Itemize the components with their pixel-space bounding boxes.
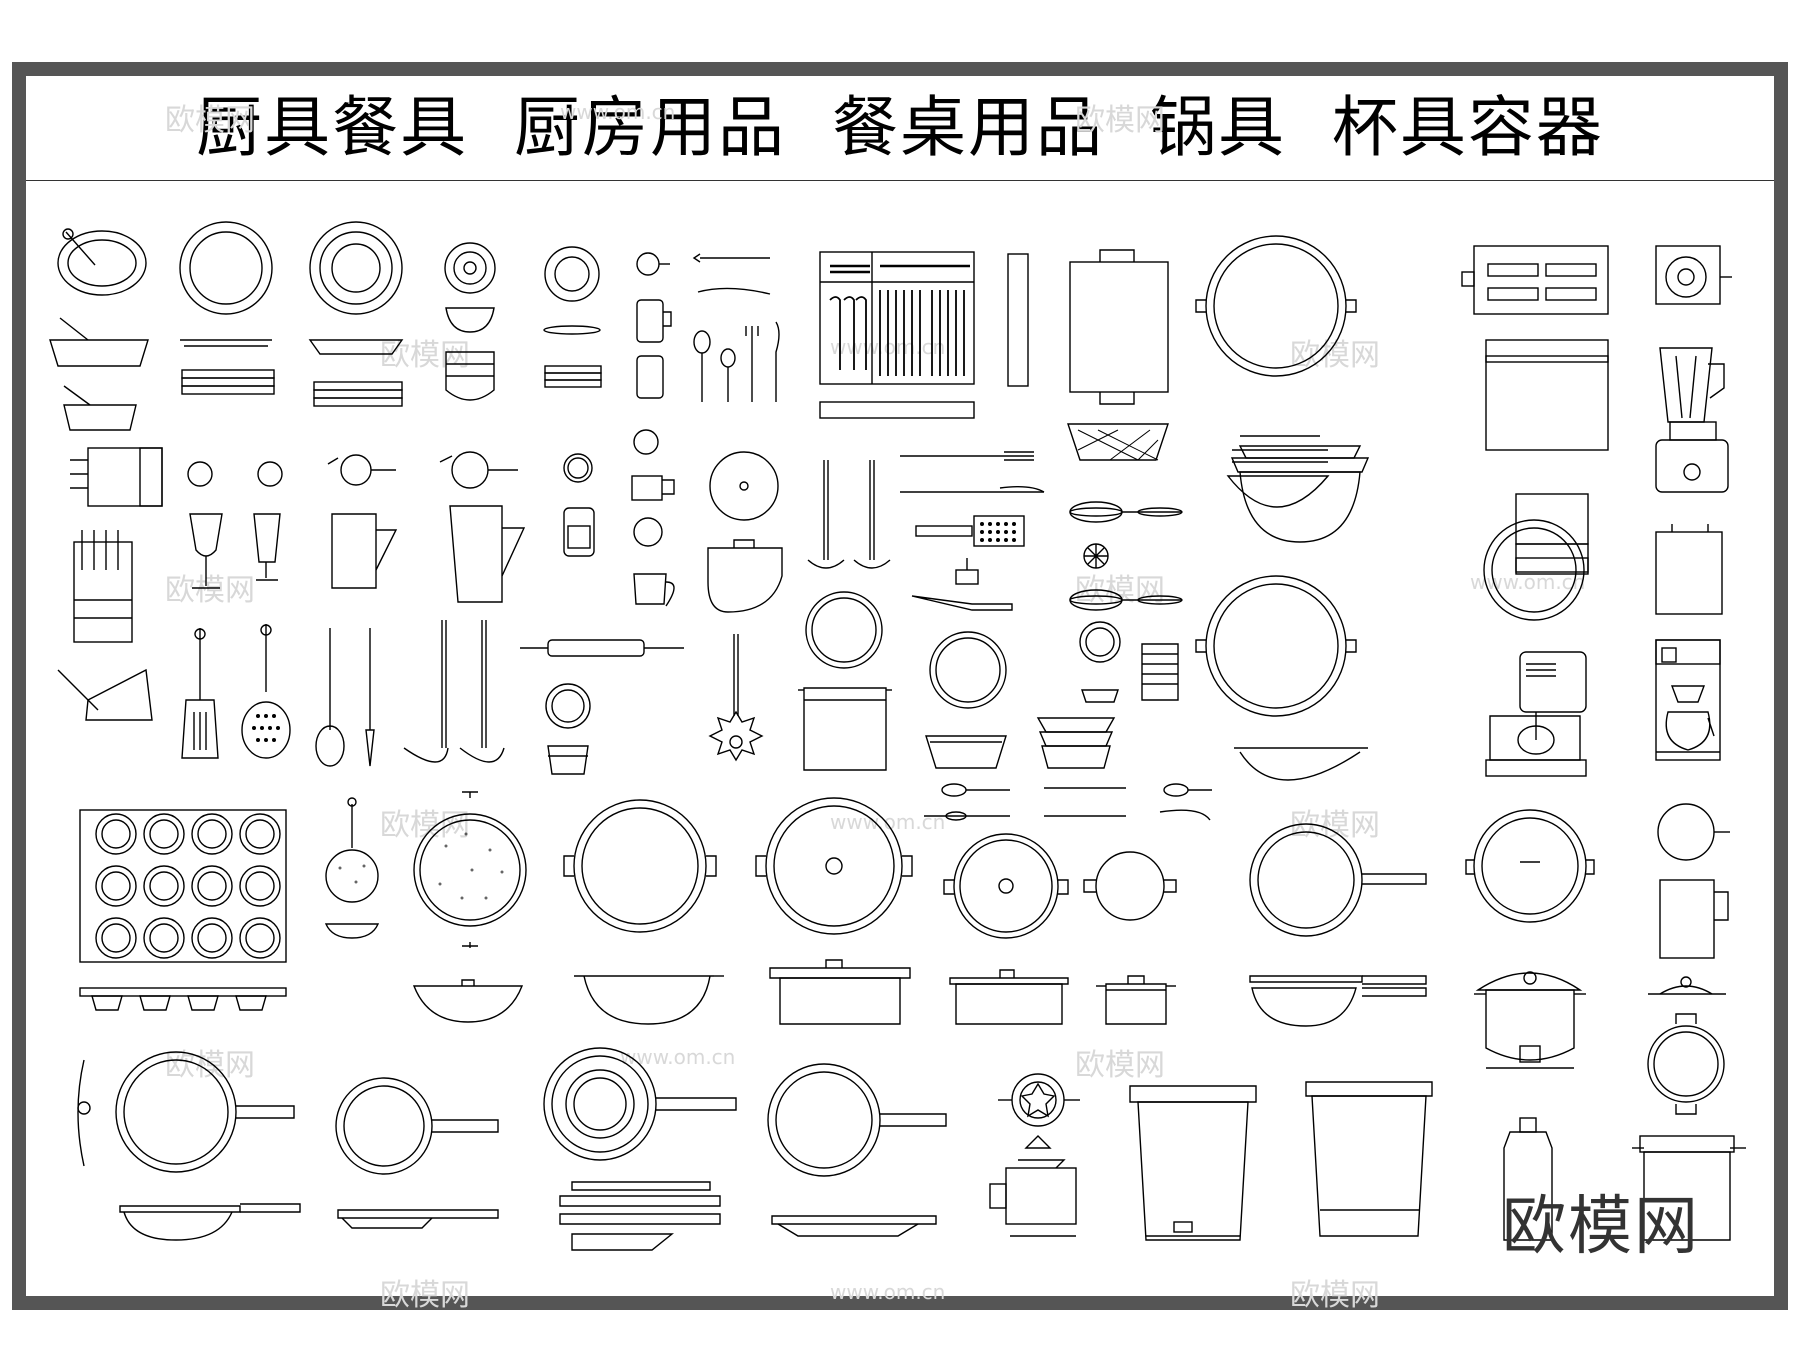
watermark-logo: 欧模网 [1290,808,1380,843]
pot-icon [1230,445,1370,543]
watermark-url: www.om.cn [830,1280,946,1304]
wok-icon [1465,809,1595,923]
spoon-icon [924,783,1212,821]
ladle-icon [315,620,505,767]
rolling-pin-icon [520,639,684,775]
stand-mixer-icon [1485,651,1587,777]
stock-pot-icon [1632,1135,1746,1241]
strainer-icon [324,791,527,1023]
frying-pan-icon [1249,823,1427,1027]
plate-icon [925,631,1007,769]
drawing-frame: 厨具餐具 厨房用品 餐桌用品 锅具 杯具容器 [12,62,1788,1310]
wok-icon [1195,235,1357,508]
cutlery-tray-icon [819,251,975,419]
pot-icon [943,833,1069,1025]
watermark-url: www.om.cn [830,810,946,834]
watermark-url: www.om.cn [560,100,676,124]
watermark-logo: 欧模网 [165,1048,255,1083]
cup-icon [563,429,675,607]
trash-bin-icon [1129,1085,1257,1241]
trash-bin-icon [1305,1081,1433,1237]
whisk-icon [1069,501,1183,611]
knife-block-icon [57,447,163,721]
watermark-logo: 欧模网 [380,1278,470,1313]
drawing-sheet [26,76,1774,1296]
watermark-logo: 欧模网 [380,338,470,373]
kettle-icon [1647,976,1726,1115]
title-band: 厨具餐具 厨房用品 餐桌用品 锅具 杯具容器 [26,76,1774,181]
cup-icon [1657,803,1730,959]
blender-icon [1655,347,1729,493]
plate-icon [179,221,275,395]
jug-icon [327,451,526,603]
coffee-maker-icon [1655,639,1721,761]
cutlery-icon [900,451,1045,611]
frying-pan-icon [77,1051,301,1241]
muffin-tray-icon [79,809,287,1011]
pot-icon [798,591,892,771]
frying-pan-icon [335,1077,499,1229]
watermark-logo: 欧模网 [1075,1048,1165,1083]
stand-mixer-icon [1483,493,1589,621]
pot-icon [1083,851,1177,1025]
bottle-icon [1503,1117,1553,1241]
wok-icon [563,799,724,1025]
watermark-logo: 欧模网 [1075,103,1165,138]
frying-pan-icon [767,1063,947,1237]
toaster-icon [1461,245,1609,451]
plate-icon [543,246,602,388]
frying-pan-icon [543,1047,737,1251]
cup-icon [636,252,672,399]
baking-tray-icon [1067,249,1169,461]
wok-icon [1195,575,1368,781]
bowl-stack-icon [1036,621,1179,769]
rice-cooker-icon [1474,971,1586,1069]
induction-cooker-icon [1655,245,1732,305]
watermark-logo: 欧模网 [165,573,255,608]
page-title: 厨具餐具 厨房用品 餐桌用品 锅具 杯具容器 [196,89,1604,166]
watermark-logo: 欧模网 [1290,1278,1380,1313]
plate-icon [308,221,404,407]
pot-icon [755,797,913,1025]
ladle-icon [807,460,891,569]
watermark-logo: 欧模网 [1502,1190,1700,1264]
watermark-logo: 欧模网 [165,103,255,138]
cutting-board-icon [1007,253,1029,387]
bowl-stack-icon [444,242,496,401]
whisk-icon [708,634,764,762]
juicer-icon [989,1073,1080,1237]
wine-glass-icon [187,461,283,589]
spatula-icon [181,624,291,759]
mortar-icon [49,228,149,431]
pot-icon [707,451,783,613]
kettle-icon [1655,524,1723,615]
cutlery-icon [692,253,780,402]
